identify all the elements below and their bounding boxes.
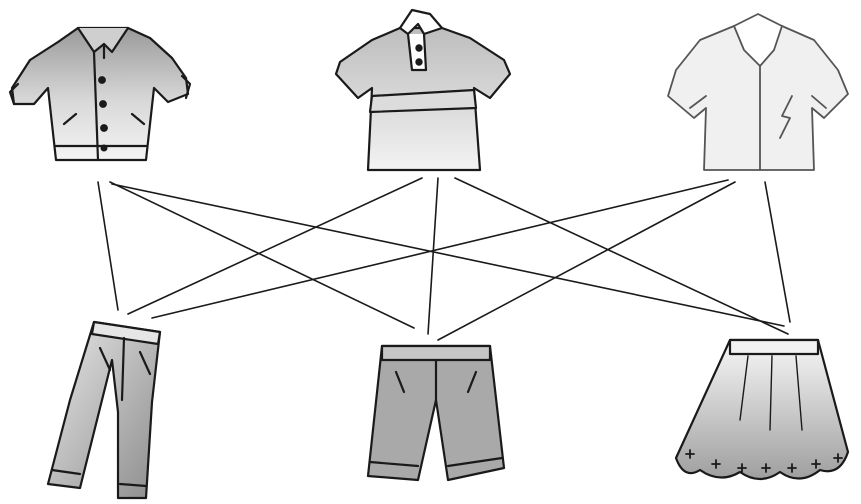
connection-line-jacket-trousers (97, 181, 119, 311)
jacket-icon (8, 26, 192, 162)
connection-line-polo-shirt-skirt (454, 177, 789, 335)
connection-line-polo-shirt-shorts (427, 177, 439, 335)
skirt-icon (674, 338, 850, 481)
connection-line-blouse-skirt (764, 181, 791, 323)
connection-line-blouse-trousers (151, 179, 729, 319)
polo-shirt-icon (334, 8, 512, 172)
connection-line-blouse-shorts (437, 181, 736, 341)
connection-line-jacket-shorts (109, 181, 415, 329)
connection-line-polo-shirt-trousers (127, 177, 423, 315)
shorts-icon (366, 344, 506, 482)
blouse-icon (667, 13, 849, 171)
connection-line-jacket-skirt (111, 183, 785, 327)
trousers-icon (46, 320, 162, 500)
connection-lines (97, 177, 791, 341)
